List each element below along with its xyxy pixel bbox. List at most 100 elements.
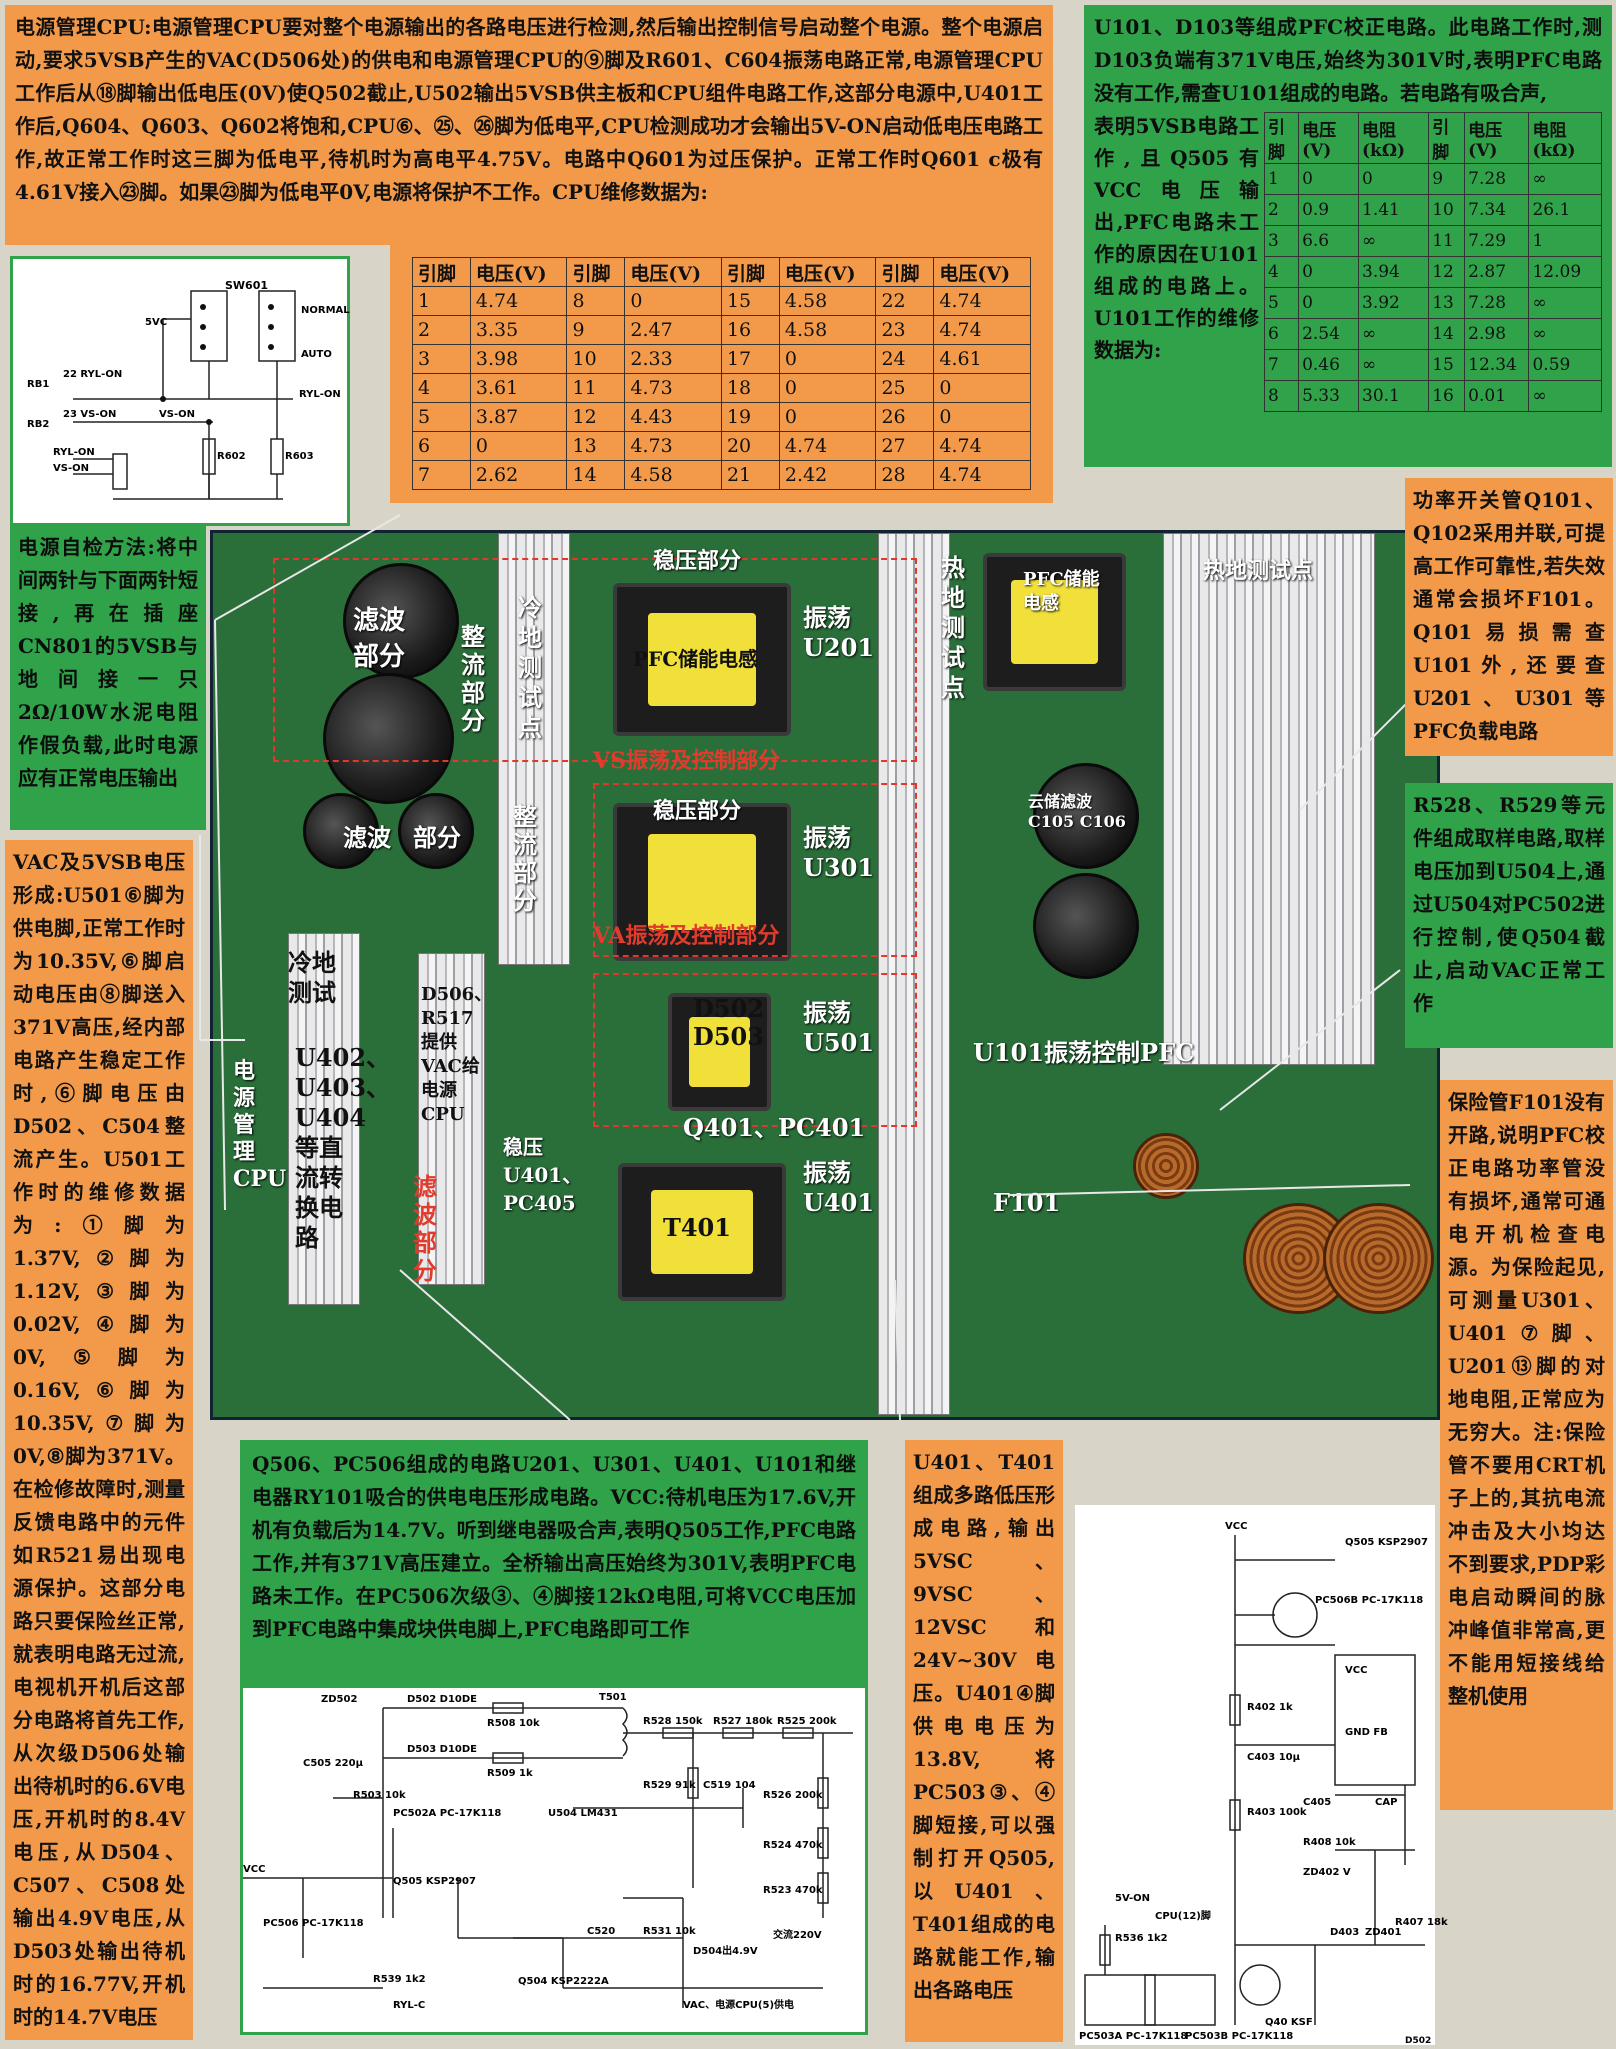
- u101-table-cell: 12: [1428, 256, 1466, 288]
- c403-label: C403 10μ: [1247, 1752, 1301, 1763]
- u101-table-cell: 8: [1263, 380, 1300, 412]
- pfc-side-text: 表明5VSB电路工作,且Q505有VCC电压输出,PFC电路未工作的原因在U10…: [1094, 114, 1259, 362]
- u101-table-cell: 0.9: [1298, 194, 1360, 226]
- cpu-table-cell: 4.74: [933, 286, 1031, 316]
- cpu-table-cell: 4.43: [624, 402, 722, 432]
- vs-on-input-label: VS-ON: [53, 463, 89, 474]
- u101-table-cell: ∞: [1528, 287, 1602, 319]
- label-t401: T401: [663, 1213, 731, 1242]
- pc506-label: PC506 PC-17K118: [263, 1918, 364, 1929]
- vac-cpu-label: VAC、电源CPU(5)供电: [683, 1998, 794, 2011]
- va-oscillation-area: [593, 783, 917, 957]
- heatsink: [1163, 533, 1375, 1065]
- r539-label: R539 1k2: [373, 1974, 426, 1985]
- vac-5vsb-text: VAC及5VSB电压形成:U501⑥脚为供电脚,正常工作时为10.35V,⑥脚启…: [13, 850, 185, 2029]
- zd502-label: ZD502: [321, 1694, 357, 1705]
- cpu-header-cell: 引脚: [412, 257, 471, 287]
- cpu-table-cell: 0: [933, 402, 1031, 432]
- cpu-table-cell: 2.42: [778, 460, 877, 490]
- self-check-panel: 电源自检方法:将中间两针与下面两针短接,再在插座CN801的5VSB与地间接一只…: [10, 525, 206, 830]
- cpu-header-cell: 电压(V): [778, 257, 877, 287]
- c405-label: C405: [1303, 1797, 1331, 1808]
- cpu-table-cell: 22: [875, 286, 935, 316]
- cpu-table-cell: 5: [412, 402, 471, 432]
- pc502a-label: PC502A PC-17K118: [393, 1808, 501, 1819]
- cpu-table-cell: 1: [412, 286, 471, 316]
- r408-label: R408 10k: [1303, 1837, 1356, 1848]
- cpu-table-cell: 4.58: [624, 460, 722, 490]
- vs-oscillation-area: [273, 558, 917, 762]
- u101-header-cell: 电压(V): [1464, 112, 1530, 164]
- u101-table-cell: 7.34: [1464, 194, 1530, 226]
- feedback-schematic: ZD502 C505 220μ D502 D10DE D503 D10DE R5…: [240, 1685, 868, 2035]
- cpu-table-cell: 28: [875, 460, 935, 490]
- vcc-schematic-drawing: VCC Q505 KSP2907 PC506B PC-17K118 R402 1…: [1079, 1521, 1448, 2046]
- switch-schematic-drawing: SW601 NORMAL AUTO 5VC RB1 RB2 22 RYL-ON …: [27, 279, 350, 500]
- t501-label: T501: [599, 1692, 627, 1703]
- r508-label: R508 10k: [487, 1718, 540, 1729]
- cpu-table-cell: 15: [720, 286, 780, 316]
- cpu-table-cell: 4.58: [778, 315, 877, 345]
- q506-note-panel: Q506、PC506组成的电路U201、U301、U401、U101和继电器RY…: [240, 1440, 868, 1685]
- cpu-table-cell: 4.74: [469, 286, 568, 316]
- u101-header-cell: 引脚: [1263, 112, 1300, 164]
- c519-label: C519 104: [703, 1780, 756, 1791]
- u101-header-row: 引脚电压(V)电阻(kΩ)引脚电压(V)电阻(kΩ): [1263, 112, 1602, 164]
- u101-table-cell: 5: [1263, 287, 1300, 319]
- label-cold2: 冷地测试: [288, 948, 336, 1007]
- cpu-header-row: 引脚电压(V)引脚电压(V)引脚电压(V)引脚电压(V): [412, 257, 1031, 287]
- label-va-ctrl: VA振荡及控制部分: [593, 923, 780, 949]
- normal-label: NORMAL: [301, 305, 350, 316]
- label-vs-ctrl: VS振荡及控制部分: [593, 748, 780, 774]
- vcc-label: VCC: [243, 1864, 265, 1875]
- u101-table-cell: 3.92: [1358, 287, 1430, 319]
- u101-table-cell: 0: [1298, 256, 1360, 288]
- label-osc-u301: 振荡U301: [803, 823, 875, 882]
- ac220-label: 交流220V: [773, 1928, 822, 1941]
- rb2-label: RB2: [27, 419, 49, 430]
- r524-label: R524 470k: [763, 1840, 823, 1851]
- vcc-pin-label: VCC: [1345, 1665, 1367, 1676]
- label-part2: 部分: [413, 823, 461, 852]
- label-d506: D506、R517提供VAC给电源CPU: [421, 984, 493, 1125]
- transformer: [668, 993, 771, 1111]
- 5v-on-label: 5V-ON: [1115, 1893, 1150, 1904]
- cpu-table-cell: 13: [566, 431, 626, 461]
- q101-note-text: 功率开关管Q101、Q102采用并联,可提高工作可靠性,若失效通常会损坏F101…: [1413, 488, 1605, 743]
- u101-table-cell: 15: [1428, 349, 1466, 381]
- u101-table-cell: ∞: [1528, 380, 1602, 412]
- label-rect1: 整流部分: [461, 622, 485, 735]
- cpu-table-cell: 12: [566, 402, 626, 432]
- ryl-on-22-label: 22 RYL-ON: [63, 369, 122, 380]
- u101-table-cell: 7.29: [1464, 225, 1530, 257]
- u101-table-cell: 2.98: [1464, 318, 1530, 350]
- r402-label: R402 1k: [1247, 1702, 1293, 1713]
- cpu-description-panel: 电源管理CPU:电源管理CPU要对整个电源输出的各路电压进行检测,然后输出控制信…: [5, 5, 1053, 245]
- label-d502: D502 D503: [693, 994, 764, 1051]
- heatsink: [288, 933, 360, 1305]
- ryl-on-label: RYL-ON: [299, 389, 341, 400]
- label-u402: U402、U403、U404等直流转换电路: [295, 1043, 391, 1252]
- label-filter-red: 滤波部分: [413, 1172, 437, 1285]
- u101-table-cell: 0.01: [1464, 380, 1530, 412]
- pcb-board-photo: 滤波部分 整流部分 冷地测试点 稳压部分 PFC储能电感 振荡U201 热地测试…: [210, 530, 1440, 1420]
- cpu-table-cell: 2: [412, 315, 471, 345]
- u101-table-cell: 2.87: [1464, 256, 1530, 288]
- u101-table-cell: ∞: [1358, 225, 1430, 257]
- u101-table-cell: 1.41: [1358, 194, 1430, 226]
- cpu-table-cell: 3.35: [469, 315, 568, 345]
- filter-capacitor: [1033, 763, 1139, 869]
- gnd-fb-label: GND FB: [1345, 1727, 1388, 1738]
- cpu-table-cell: 4.61: [933, 344, 1031, 374]
- u101-table-cell: 9: [1428, 163, 1466, 195]
- label-lv-filter: 滤波部分: [353, 606, 406, 672]
- r603-label: R603: [285, 451, 314, 462]
